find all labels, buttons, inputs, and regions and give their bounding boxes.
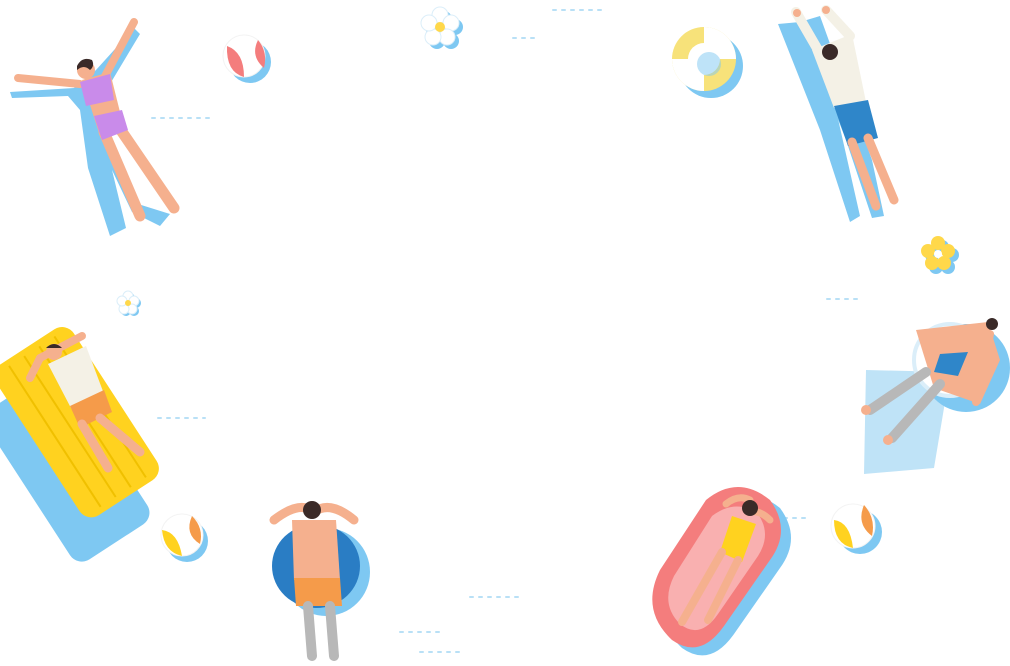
beach-ball-icon <box>222 34 271 83</box>
swim-ring-icon <box>672 27 743 98</box>
beach-ball-icon <box>160 513 208 562</box>
pool-float-icon <box>652 487 791 656</box>
swimmer-icon <box>10 18 180 236</box>
inner-tube-icon <box>269 501 370 661</box>
water-ripples <box>151 9 863 653</box>
air-mattress-icon <box>0 327 159 562</box>
swimmer-icon <box>778 5 899 222</box>
flower-icon <box>420 6 463 49</box>
swim-ring-icon <box>861 318 1010 474</box>
flower-icon <box>921 236 959 274</box>
flower-icon <box>116 290 141 316</box>
beach-ball-icon <box>830 503 882 554</box>
